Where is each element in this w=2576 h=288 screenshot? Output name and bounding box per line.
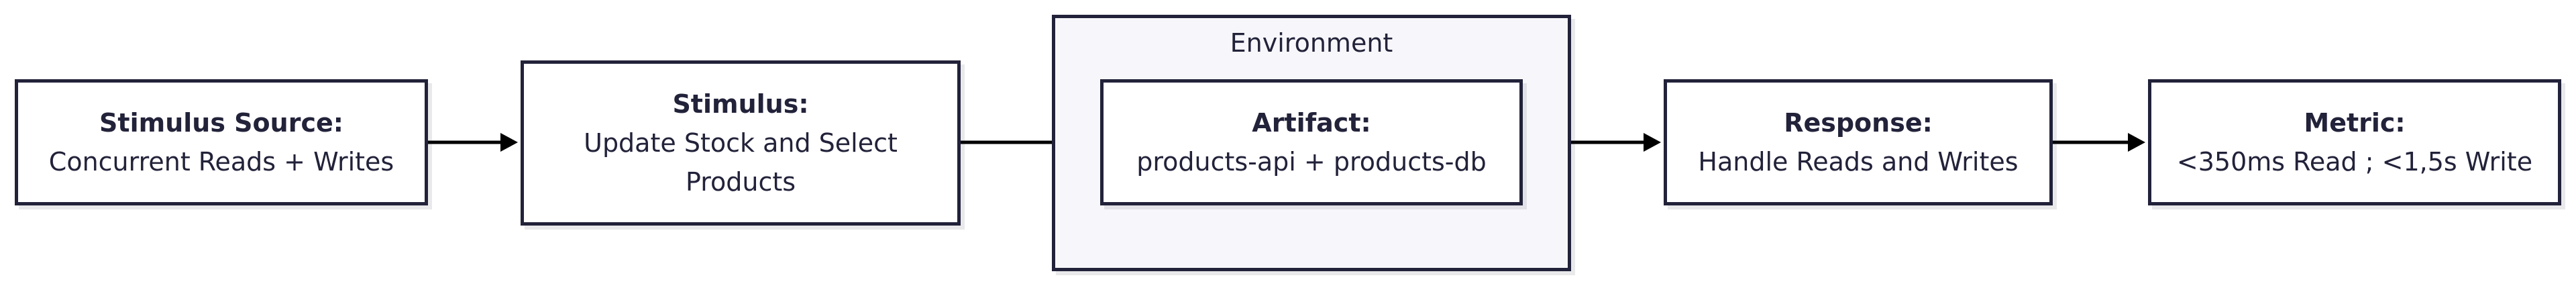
environment-label: Environment — [1230, 28, 1393, 58]
node-stimulus: Stimulus: Update Stock and Select Produc… — [521, 60, 961, 226]
edge-source-to-stimulus — [428, 133, 518, 152]
node-text: Products — [685, 167, 796, 197]
node-text: Update Stock and Select — [584, 128, 898, 158]
edge-response-to-metric — [2053, 133, 2145, 152]
arrowhead-icon — [500, 133, 518, 152]
arrowhead-icon — [1644, 133, 1661, 152]
node-response: Response: Handle Reads and Writes — [1664, 79, 2053, 205]
node-title: Artifact: — [1252, 108, 1371, 138]
node-stimulus-source: Stimulus Source: Concurrent Reads + Writ… — [15, 79, 428, 205]
node-title: Stimulus Source: — [99, 108, 343, 138]
node-text: <350ms Read ; <1,5s Write — [2176, 147, 2533, 177]
node-text: Concurrent Reads + Writes — [48, 147, 394, 177]
node-artifact: Artifact: products-api + products-db — [1100, 79, 1523, 205]
arrowhead-icon — [2128, 133, 2145, 152]
node-title: Metric: — [2304, 108, 2406, 138]
node-metric: Metric: <350ms Read ; <1,5s Write — [2148, 79, 2561, 205]
node-title: Stimulus: — [672, 89, 809, 119]
node-title: Response: — [1784, 108, 1933, 138]
node-text: Handle Reads and Writes — [1698, 147, 2019, 177]
node-text: products-api + products-db — [1136, 147, 1487, 177]
